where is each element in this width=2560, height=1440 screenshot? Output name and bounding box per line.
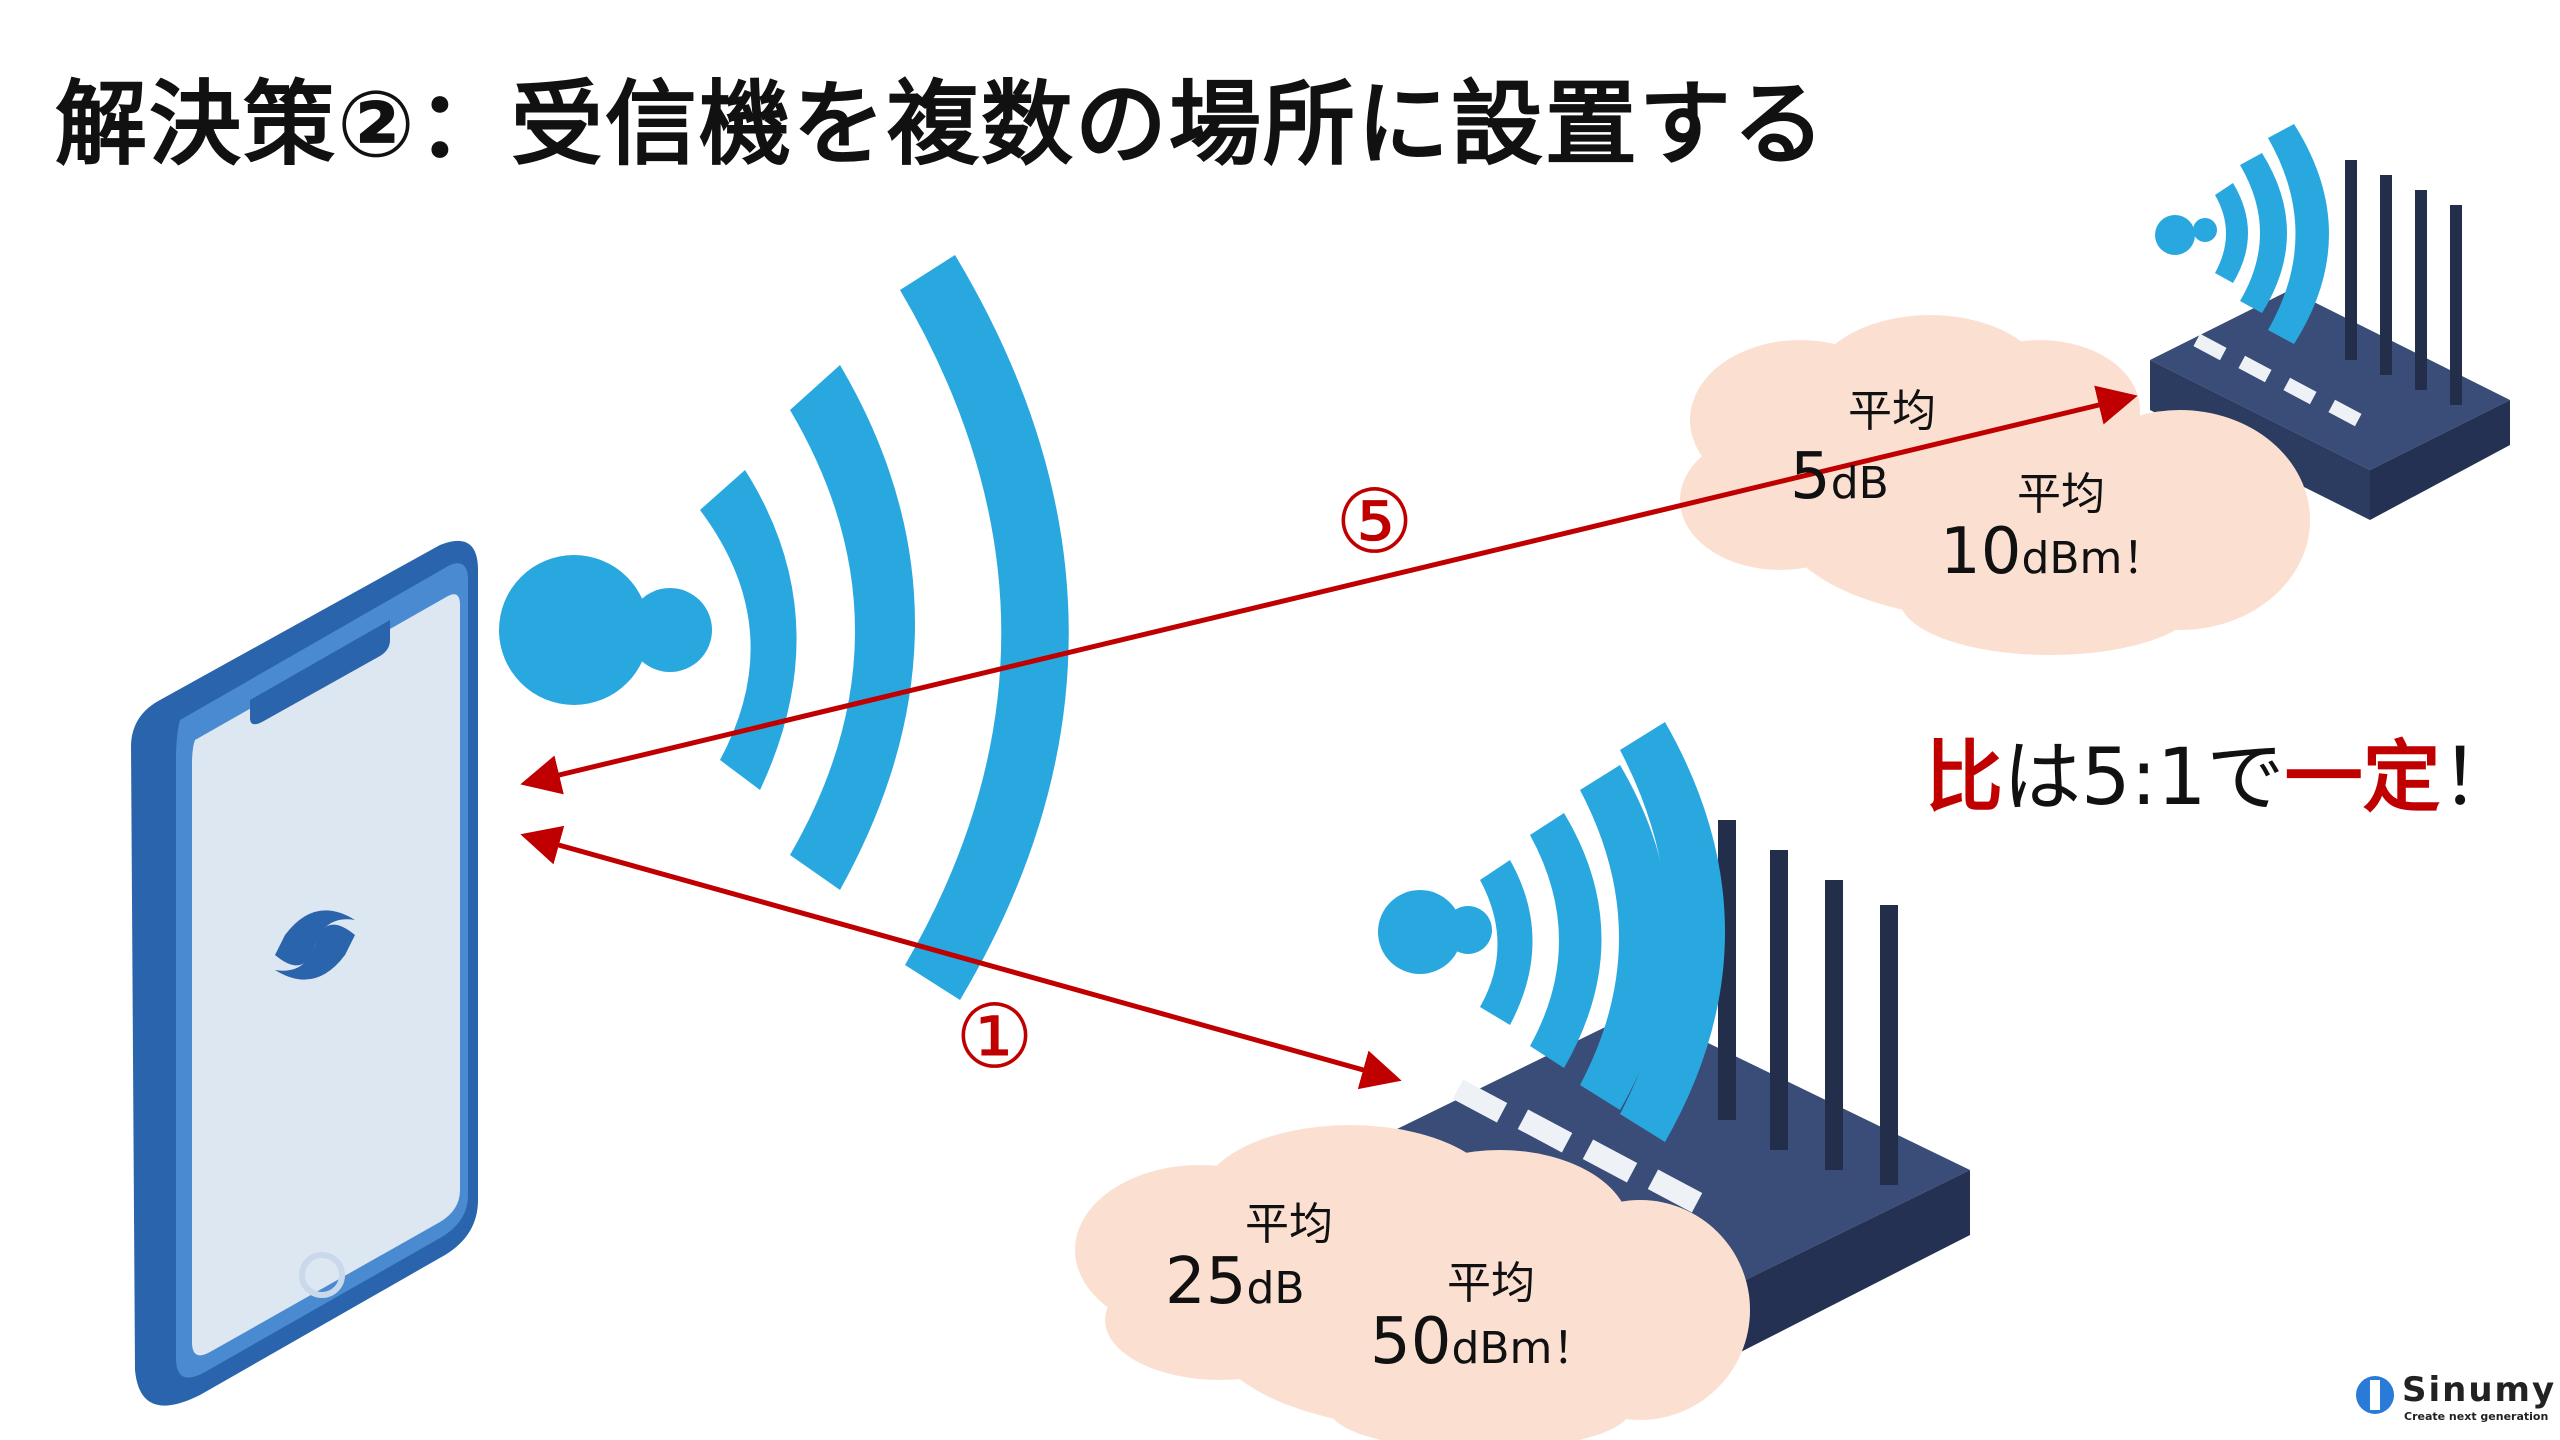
- near-noise-value: 25dB: [1165, 1245, 1305, 1319]
- far-router-icon: [2150, 124, 2510, 520]
- far-signal-label: 平均: [2017, 469, 2105, 520]
- app-logo-icon: [275, 910, 355, 980]
- near-noise-label: 平均: [1245, 1199, 1333, 1250]
- smartphone-icon: [131, 540, 478, 1406]
- wifi-signal-icon: [499, 255, 1069, 1000]
- page-title: 解決策②：受信機を複数の場所に設置する: [55, 71, 1827, 178]
- far-arrow: [520, 385, 2138, 795]
- logo-tagline: Create next generation: [2404, 1410, 2549, 1423]
- near-path-label: ①: [955, 985, 1034, 1088]
- ratio-conclusion: 比は5:1で一定！: [1925, 733, 2519, 823]
- far-noise-label: 平均: [1848, 386, 1936, 437]
- logo-name: Sinumy: [2402, 1370, 2557, 1410]
- near-arrow: [520, 825, 1402, 1090]
- sinumy-logo-icon: [2356, 1376, 2394, 1414]
- far-signal-value: 10dBm！: [1940, 515, 2167, 589]
- near-cloud: [1075, 1125, 1750, 1440]
- far-noise-value: 5dB: [1790, 440, 1889, 514]
- far-path-label: ⑤: [1335, 470, 1414, 573]
- near-signal-value: 50dBm！: [1370, 1305, 1597, 1379]
- near-signal-label: 平均: [1447, 1258, 1535, 1309]
